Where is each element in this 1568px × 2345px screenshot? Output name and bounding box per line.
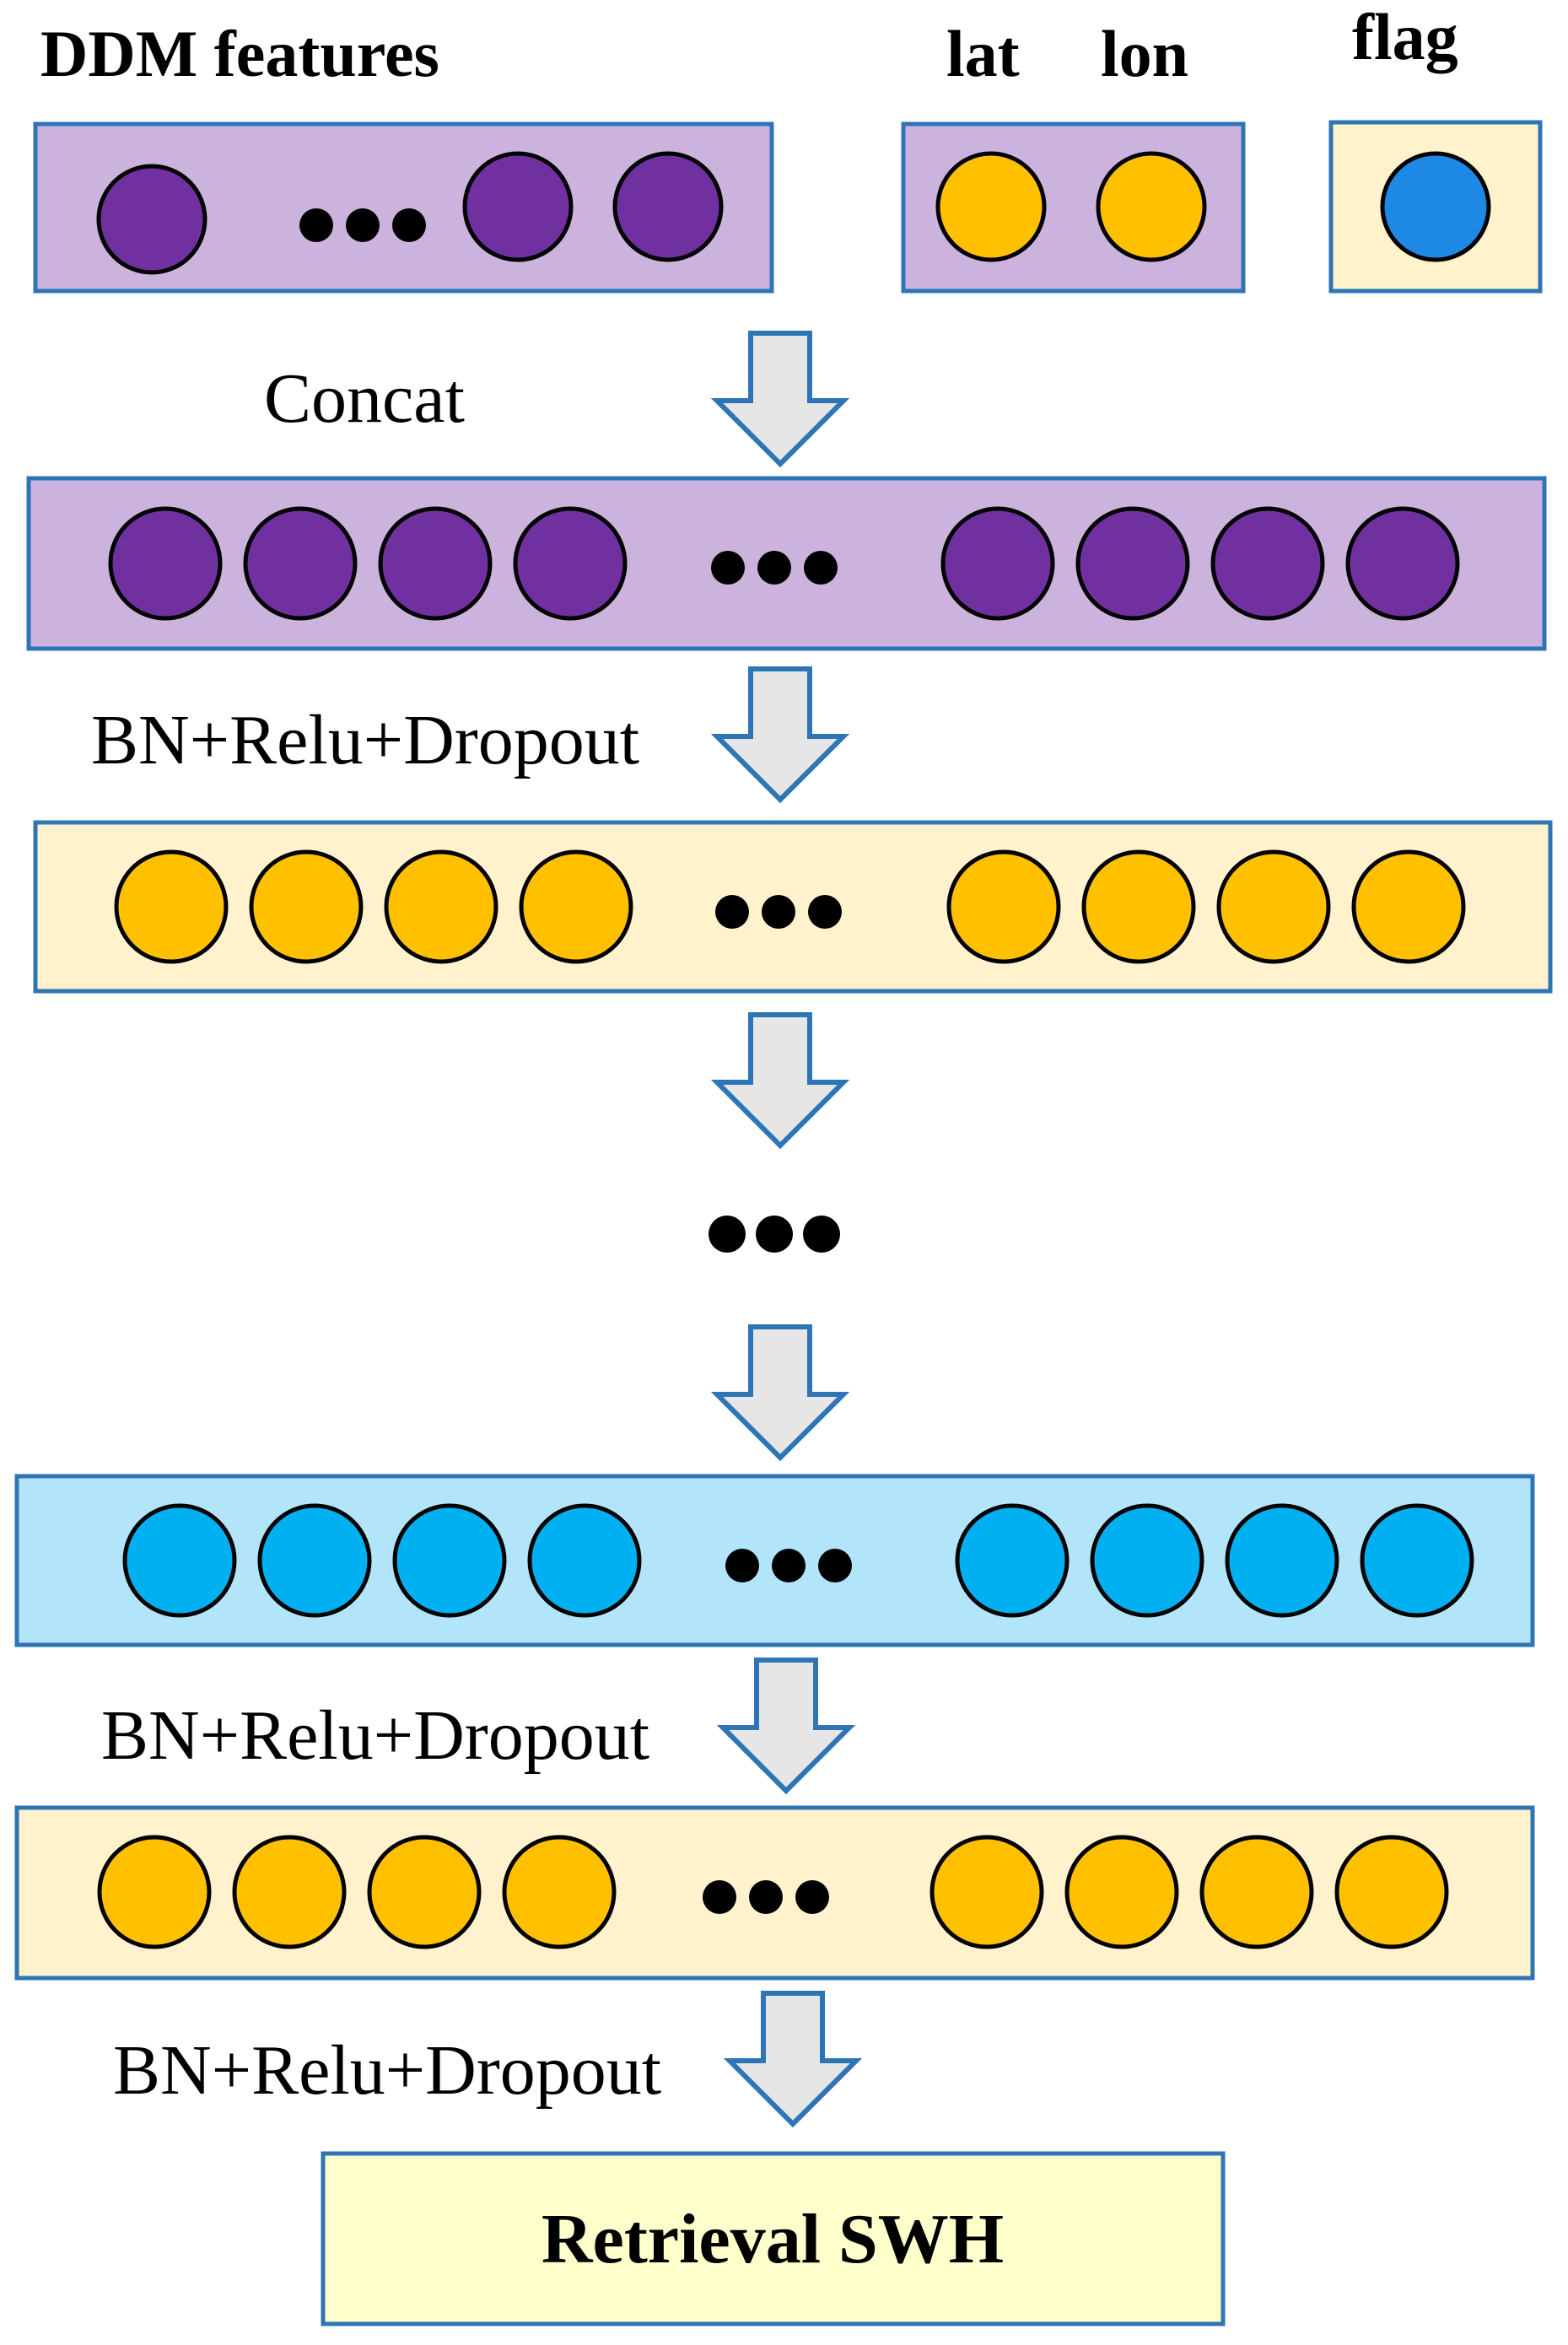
down-arrow-icon	[730, 1993, 856, 2124]
concat-layer	[26, 476, 1547, 651]
hidden-layer-2	[14, 1805, 1535, 1981]
ddm-features-layer	[33, 121, 774, 294]
hidden-layer-1	[33, 820, 1553, 994]
ellipsis-icon	[711, 551, 838, 585]
flag-node	[1380, 151, 1491, 262]
ellipsis-icon	[703, 1880, 829, 1914]
lat-lon-layer	[901, 121, 1246, 294]
lat-label: lat	[946, 17, 1020, 90]
ellipsis-icon	[709, 1216, 840, 1253]
ddm-node	[612, 151, 724, 262]
lon-label: lon	[1101, 17, 1188, 90]
flag-label: flag	[1352, 0, 1458, 73]
ellipsis-icon	[715, 895, 842, 929]
lon-node	[1096, 151, 1207, 262]
lat-node	[935, 151, 1047, 262]
ddm-node	[462, 151, 574, 262]
down-arrow-icon	[723, 1660, 849, 1791]
down-arrow-icon	[717, 1327, 843, 1458]
down-arrow-icon	[717, 1015, 843, 1146]
ddm-features-label: DDM features	[40, 17, 439, 90]
bn-relu-dropout-label: BN+Relu+Dropout	[101, 1696, 649, 1775]
hidden-layer-blue	[14, 1474, 1535, 1647]
output-box: Retrieval SWH	[321, 2151, 1226, 2326]
retrieval-swh-label: Retrieval SWH	[542, 2200, 1004, 2278]
ellipsis-icon	[299, 208, 426, 242]
ddm-node	[96, 164, 207, 275]
ellipsis-icon	[725, 1549, 852, 1582]
bn-relu-dropout-label: BN+Relu+Dropout	[91, 701, 639, 779]
flag-layer	[1328, 120, 1543, 294]
down-arrow-icon	[717, 669, 843, 800]
concat-label: Concat	[264, 359, 465, 438]
down-arrow-icon	[717, 333, 843, 464]
bn-relu-dropout-label: BN+Relu+Dropout	[113, 2031, 661, 2110]
